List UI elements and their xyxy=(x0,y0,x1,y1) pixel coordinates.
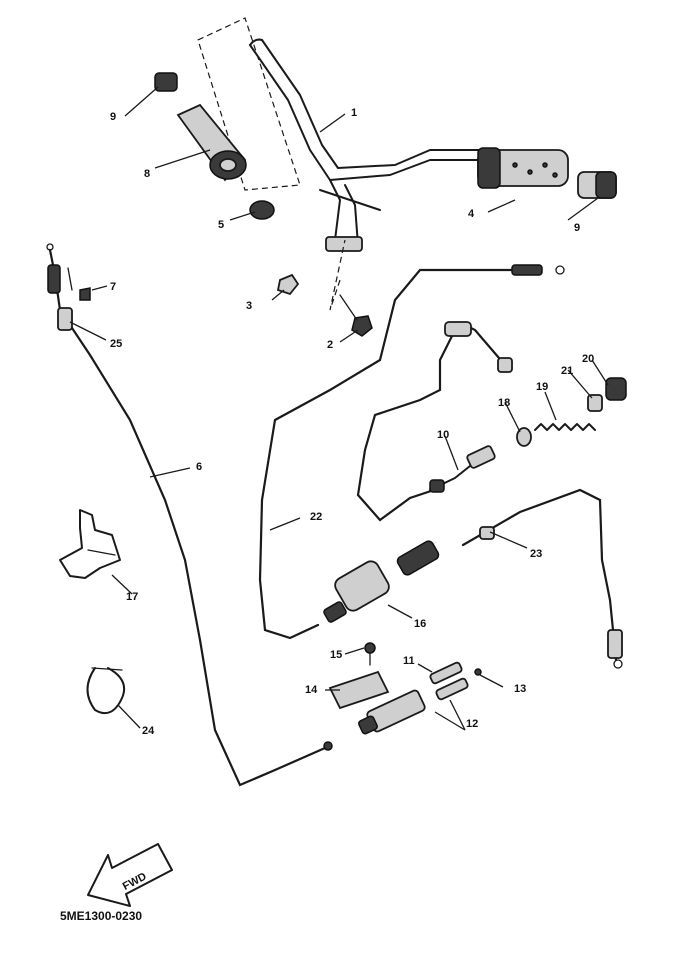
callout-9-right: 9 xyxy=(574,222,580,234)
callout-3: 3 xyxy=(246,300,252,312)
cable-tie-24 xyxy=(86,667,126,714)
callout-8: 8 xyxy=(144,168,150,180)
callout-9-left: 9 xyxy=(110,111,116,123)
clip-7 xyxy=(67,267,91,301)
callout-11: 11 xyxy=(403,655,415,667)
callout-14: 14 xyxy=(305,684,318,696)
callout-18: 18 xyxy=(498,397,510,409)
leader-lines xyxy=(69,86,609,731)
fwd-arrow-icon: FWD xyxy=(87,843,173,907)
nut-21 xyxy=(587,394,603,412)
callout-20: 20 xyxy=(582,353,594,365)
callout-19: 19 xyxy=(536,381,548,393)
grommet xyxy=(249,200,275,220)
bolt-2 xyxy=(329,239,373,337)
callout-2: 2 xyxy=(327,339,333,351)
callout-7: 7 xyxy=(110,281,116,293)
cable-23 xyxy=(461,488,623,669)
callout-15: 15 xyxy=(330,649,342,661)
callout-4: 4 xyxy=(468,208,475,220)
callout-13: 13 xyxy=(514,683,526,695)
callout-10: 10 xyxy=(437,429,449,441)
callout-5: 5 xyxy=(218,219,224,231)
cable-6 xyxy=(46,243,333,787)
adjuster-25 xyxy=(57,307,73,331)
bar-end-right xyxy=(577,171,617,199)
bolt-3 xyxy=(276,273,300,296)
callout-25: 25 xyxy=(110,338,122,350)
screw-15 xyxy=(364,642,376,666)
left-grip xyxy=(176,103,247,182)
callout-12-a: 12 xyxy=(466,718,478,730)
handlebar xyxy=(197,17,481,252)
spring-19 xyxy=(534,423,596,431)
right-grip xyxy=(477,147,569,189)
cap-20 xyxy=(605,377,627,401)
bar-end-left xyxy=(154,72,178,92)
callout-21: 21 xyxy=(561,365,573,377)
bracket-17 xyxy=(59,509,121,579)
switch-12 xyxy=(358,689,426,735)
switch-parts-11-13 xyxy=(429,661,482,701)
callout-22: 22 xyxy=(310,511,322,523)
callout-6: 6 xyxy=(196,461,202,473)
junction-16 xyxy=(323,540,440,623)
drawing-code: 5ME1300-0230 xyxy=(60,909,142,923)
cable-22 xyxy=(258,264,565,640)
plate-14 xyxy=(328,670,390,710)
callout-1: 1 xyxy=(351,107,357,119)
callout-16: 16 xyxy=(414,618,426,630)
callout-24: 24 xyxy=(142,725,155,737)
throttle-cable-10 xyxy=(356,321,513,522)
callout-17: 17 xyxy=(126,591,138,603)
washer-18 xyxy=(516,427,532,447)
callout-labels: 1 2 3 4 5 6 7 8 9 9 10 11 12 13 14 15 16… xyxy=(110,107,594,737)
callout-23: 23 xyxy=(530,548,542,560)
